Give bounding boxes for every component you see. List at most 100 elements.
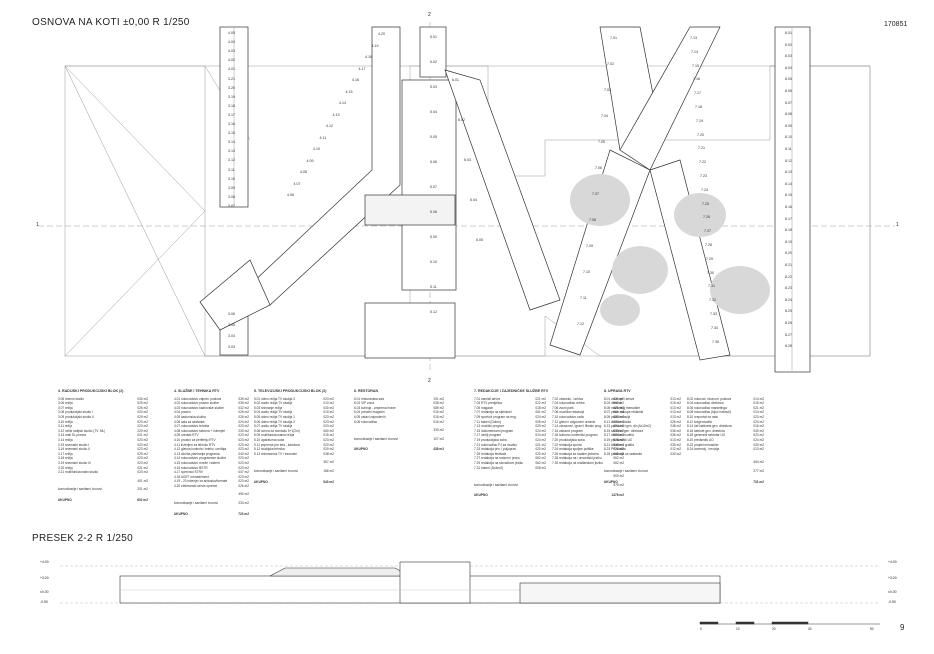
room-label: 8.26 xyxy=(785,321,792,325)
room-label: 8.18 xyxy=(785,228,792,233)
room-label: 5.09 xyxy=(430,235,437,239)
room-label: 5.03 xyxy=(430,85,437,89)
room-label: 4.01 xyxy=(228,67,235,72)
area-table-heading: 5. TELEVIZIJSKI PRODUKCIJSKI BLOK (2) xyxy=(254,389,327,393)
room-label: 8.15 xyxy=(785,193,792,198)
room-label: 3.15 xyxy=(228,131,235,136)
room-label: 8.12 xyxy=(785,158,792,163)
room-label: 3.18 xyxy=(228,103,235,108)
area-table: 5. TELEVIZIJSKI PRODUKCIJSKI BLOK (2) 5.0… xyxy=(254,389,334,484)
room-label: 8.14 xyxy=(785,181,792,186)
section-marker-top: 2 xyxy=(428,12,431,18)
room-label: 5.08 xyxy=(430,210,437,214)
room-label: 8.21 xyxy=(785,263,792,267)
plan-title: OSNOVA NA KOTI ±0,00 R 1/250 xyxy=(32,17,190,28)
room-label: 5.04 xyxy=(430,110,437,114)
level-label: +3.00 xyxy=(40,576,49,580)
room-label: 3.19 xyxy=(228,94,235,99)
room-label: 8.11 xyxy=(785,147,792,151)
room-label: 5.11 xyxy=(430,285,437,289)
room-label: 7.04 xyxy=(601,114,608,118)
site-outline xyxy=(38,22,895,372)
room-label: 8.27 xyxy=(785,332,792,337)
scale-label: 50 xyxy=(870,627,874,631)
room-label: 5.01 xyxy=(430,35,437,39)
area-table-row: 7.31 bakeri (Dobro2)008 m2 xyxy=(474,465,546,470)
room-label: 5.07 xyxy=(430,185,437,189)
room-label: 3.12 xyxy=(228,158,235,163)
room-label: 7.11 xyxy=(580,296,587,300)
room-label: 7.26 xyxy=(703,215,710,220)
room-label: 7.06 xyxy=(595,166,602,170)
room-label: 3.05 xyxy=(228,323,235,327)
room-label: 8.07 xyxy=(785,100,792,105)
level-label: +4.00 xyxy=(888,560,897,564)
section-drawing xyxy=(60,561,880,604)
area-table-subtotal: 900 m2 xyxy=(613,474,624,479)
room-label: 8.10 xyxy=(785,135,792,140)
room-label: 8.01 xyxy=(785,31,792,35)
scale-label: 20 xyxy=(772,627,776,631)
room-label: 5.05 xyxy=(430,135,437,139)
room-label: 4.17 xyxy=(358,66,366,71)
room-label: 4.18 xyxy=(365,55,372,59)
area-table-row: 7.23 redakcija priv. i poljoprav.020 m2 xyxy=(474,447,546,452)
room-label: 8.03 xyxy=(785,54,792,59)
room-label: 7.33 xyxy=(710,312,717,316)
room-label: 8.08 xyxy=(785,112,792,117)
room-label: 7.08 xyxy=(589,218,596,222)
room-label: 7.31 xyxy=(708,284,715,289)
area-table-row: 8.13 pomoćnici gen. dir.(4x12m2)048 m2 xyxy=(604,424,681,429)
room-label: 8.25 xyxy=(785,309,792,314)
room-label: 7.01 xyxy=(610,36,617,40)
room-label: 7.03 xyxy=(604,88,611,92)
room-label: 8.02 xyxy=(785,42,792,47)
room-label: 8.06 xyxy=(785,89,792,93)
room-label: 6.02 xyxy=(458,118,465,122)
room-label: 4.05 xyxy=(228,31,235,35)
room-label: 7.21 xyxy=(698,146,705,151)
section-title: PRESEK 2-2 R 1/250 xyxy=(32,533,134,544)
room-label: 3.06 xyxy=(228,312,235,316)
